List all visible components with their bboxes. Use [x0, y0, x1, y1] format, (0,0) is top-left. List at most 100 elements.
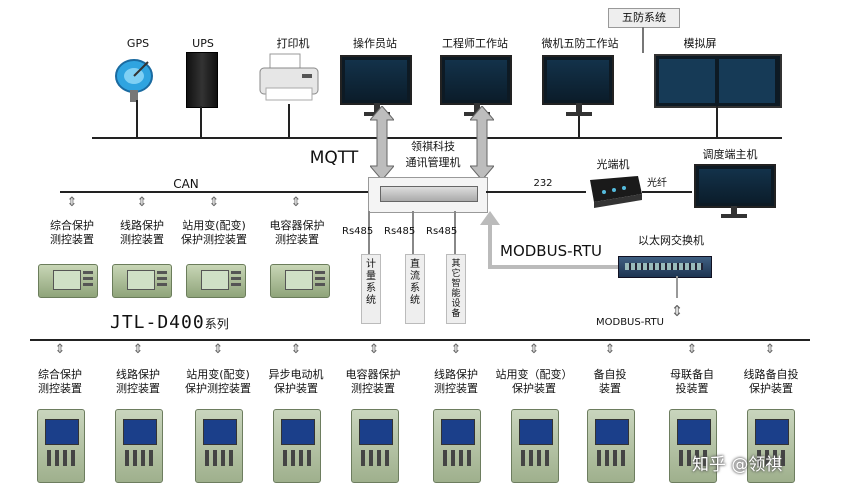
can-device-4-unit	[270, 264, 330, 298]
ups-drop	[200, 106, 202, 137]
rs485-drop-2	[412, 211, 414, 254]
wufang-monitor-icon	[542, 55, 614, 105]
mqtt-label: MQTT	[309, 148, 359, 168]
ups-label: UPS	[192, 37, 214, 50]
rs232-line	[486, 191, 586, 193]
operator-monitor-stand	[374, 103, 380, 113]
can-arrow-3: ⇕	[208, 195, 220, 210]
engineer-station-label: 工程师工作站	[442, 37, 508, 50]
can-device-3-l2: 保护测控装置	[181, 233, 247, 246]
bottom-device-10-unit	[747, 409, 795, 483]
ethernet-switch-icon	[618, 256, 712, 278]
comm-manager-device-icon	[380, 186, 478, 202]
meter-system-label: 计量系统	[366, 259, 376, 306]
bottom-arrow-8: ⇕	[604, 342, 616, 357]
bottom-device-6-l2: 测控装置	[434, 382, 478, 395]
fiber-label: 光纤	[647, 178, 667, 189]
can-device-2-l2: 测控装置	[120, 233, 164, 246]
can-device-4-l1: 电容器保护	[269, 219, 325, 232]
bottom-device-2-l2: 测控装置	[116, 382, 160, 395]
can-device-2-l1: 线路保护	[120, 219, 164, 232]
bottom-device-9-unit	[669, 409, 717, 483]
wufang-station-label: 微机五防工作站	[541, 37, 619, 50]
bottom-device-1-unit	[37, 409, 85, 483]
rs485-drop-3	[454, 211, 456, 254]
bottom-device-9-l2: 投装置	[675, 382, 709, 395]
bottom-device-4-l1: 异步电动机	[268, 368, 324, 381]
bottom-device-10-l1: 线路备自投	[743, 368, 799, 381]
series-name: JTL-D400	[110, 312, 205, 333]
bottom-device-7-unit	[511, 409, 559, 483]
can-arrow-2: ⇕	[136, 195, 148, 210]
gps-label: GPS	[126, 37, 150, 50]
can-device-1-l1: 综合保护	[50, 219, 94, 232]
bottom-device-7-l1: 站用变（配变）	[495, 368, 573, 381]
bottom-device-2-unit	[115, 409, 163, 483]
gps-drop	[136, 100, 138, 137]
meter-system-box: 计量系统	[361, 254, 381, 324]
bottom-device-8-unit	[587, 409, 635, 483]
can-device-1-unit	[38, 264, 98, 298]
dc-system-box: 直流系统	[405, 254, 425, 324]
operator-station-label: 操作员站	[353, 37, 397, 50]
wufang-link	[642, 27, 644, 53]
optical-label: 光端机	[596, 158, 630, 171]
wufang-system-label: 五防系统	[622, 11, 666, 24]
bottom-arrow-7: ⇕	[528, 342, 540, 357]
can-arrow-4: ⇕	[290, 195, 302, 210]
ethernet-switch-label: 以太网交换机	[638, 234, 704, 247]
modbus-rtu-big-label: MODBUS-RTU	[500, 242, 602, 260]
manager-title-line1: 领祺科技	[411, 140, 455, 153]
bottom-arrow-3: ⇕	[212, 342, 224, 357]
manager-title-line2: 通讯管理机	[405, 156, 461, 169]
series-suffix: 系列	[204, 317, 229, 331]
bottom-device-8-l1: 备自投	[593, 368, 627, 381]
dispatch-monitor-icon	[694, 164, 776, 208]
bottom-device-3-l2: 保护测控装置	[185, 382, 251, 395]
bottom-device-5-l2: 测控装置	[351, 382, 395, 395]
bottom-device-10-l2: 保护装置	[749, 382, 793, 395]
dispatch-monitor-stand	[731, 206, 737, 216]
bottom-device-9-l1: 母联备自	[670, 368, 714, 381]
bottom-device-2-l1: 线路保护	[116, 368, 160, 381]
can-arrow-1: ⇕	[66, 195, 78, 210]
wufang-system-box	[608, 8, 680, 28]
mqtt-double-arrow	[370, 106, 394, 180]
other-devices-box: 其它智能设备	[446, 254, 466, 324]
printer-drop	[288, 104, 290, 137]
optical-terminal-icon	[590, 176, 642, 208]
ups-cabinet-icon	[186, 52, 218, 108]
bottom-device-3-l1: 站用变(配变)	[186, 368, 250, 381]
bottom-arrow-4: ⇕	[290, 342, 302, 357]
can-device-1-l2: 测控装置	[50, 233, 94, 246]
rs485-drop-1	[368, 211, 370, 254]
other-devices-label: 其它智能设备	[451, 259, 461, 319]
rs485-label-3: Rs485	[426, 226, 458, 237]
can-device-3-l1: 站用变(配变)	[182, 219, 246, 232]
rs485-label-1: Rs485	[342, 226, 374, 237]
rs232-label: 232	[533, 178, 553, 189]
engineer-double-arrow	[470, 106, 494, 180]
bottom-device-5-l1: 电容器保护	[345, 368, 401, 381]
switch-drop	[676, 276, 678, 298]
can-bus	[60, 191, 368, 193]
bottom-device-6-l1: 线路保护	[434, 368, 478, 381]
simulator-screen-icon	[654, 54, 782, 108]
engineer-monitor-stand	[474, 103, 480, 113]
bottom-device-3-unit	[195, 409, 243, 483]
bottom-device-4-unit	[273, 409, 321, 483]
bottom-arrow-5: ⇕	[368, 342, 380, 357]
bottom-arrow-2: ⇕	[132, 342, 144, 357]
modbus-small-arrow: ⇕	[670, 302, 684, 320]
bottom-device-5-unit	[351, 409, 399, 483]
bottom-arrow-9: ⇕	[686, 342, 698, 357]
gps-dish-icon	[115, 59, 153, 102]
bottom-device-1-l2: 测控装置	[38, 382, 82, 395]
can-device-3-unit	[186, 264, 246, 298]
printer-icon	[259, 53, 319, 101]
wufang-monitor-base	[566, 112, 592, 116]
can-device-2-unit	[112, 264, 172, 298]
operator-monitor-icon	[340, 55, 412, 105]
wufang-monitor-drop	[578, 116, 580, 137]
bottom-device-4-l2: 保护装置	[274, 382, 318, 395]
